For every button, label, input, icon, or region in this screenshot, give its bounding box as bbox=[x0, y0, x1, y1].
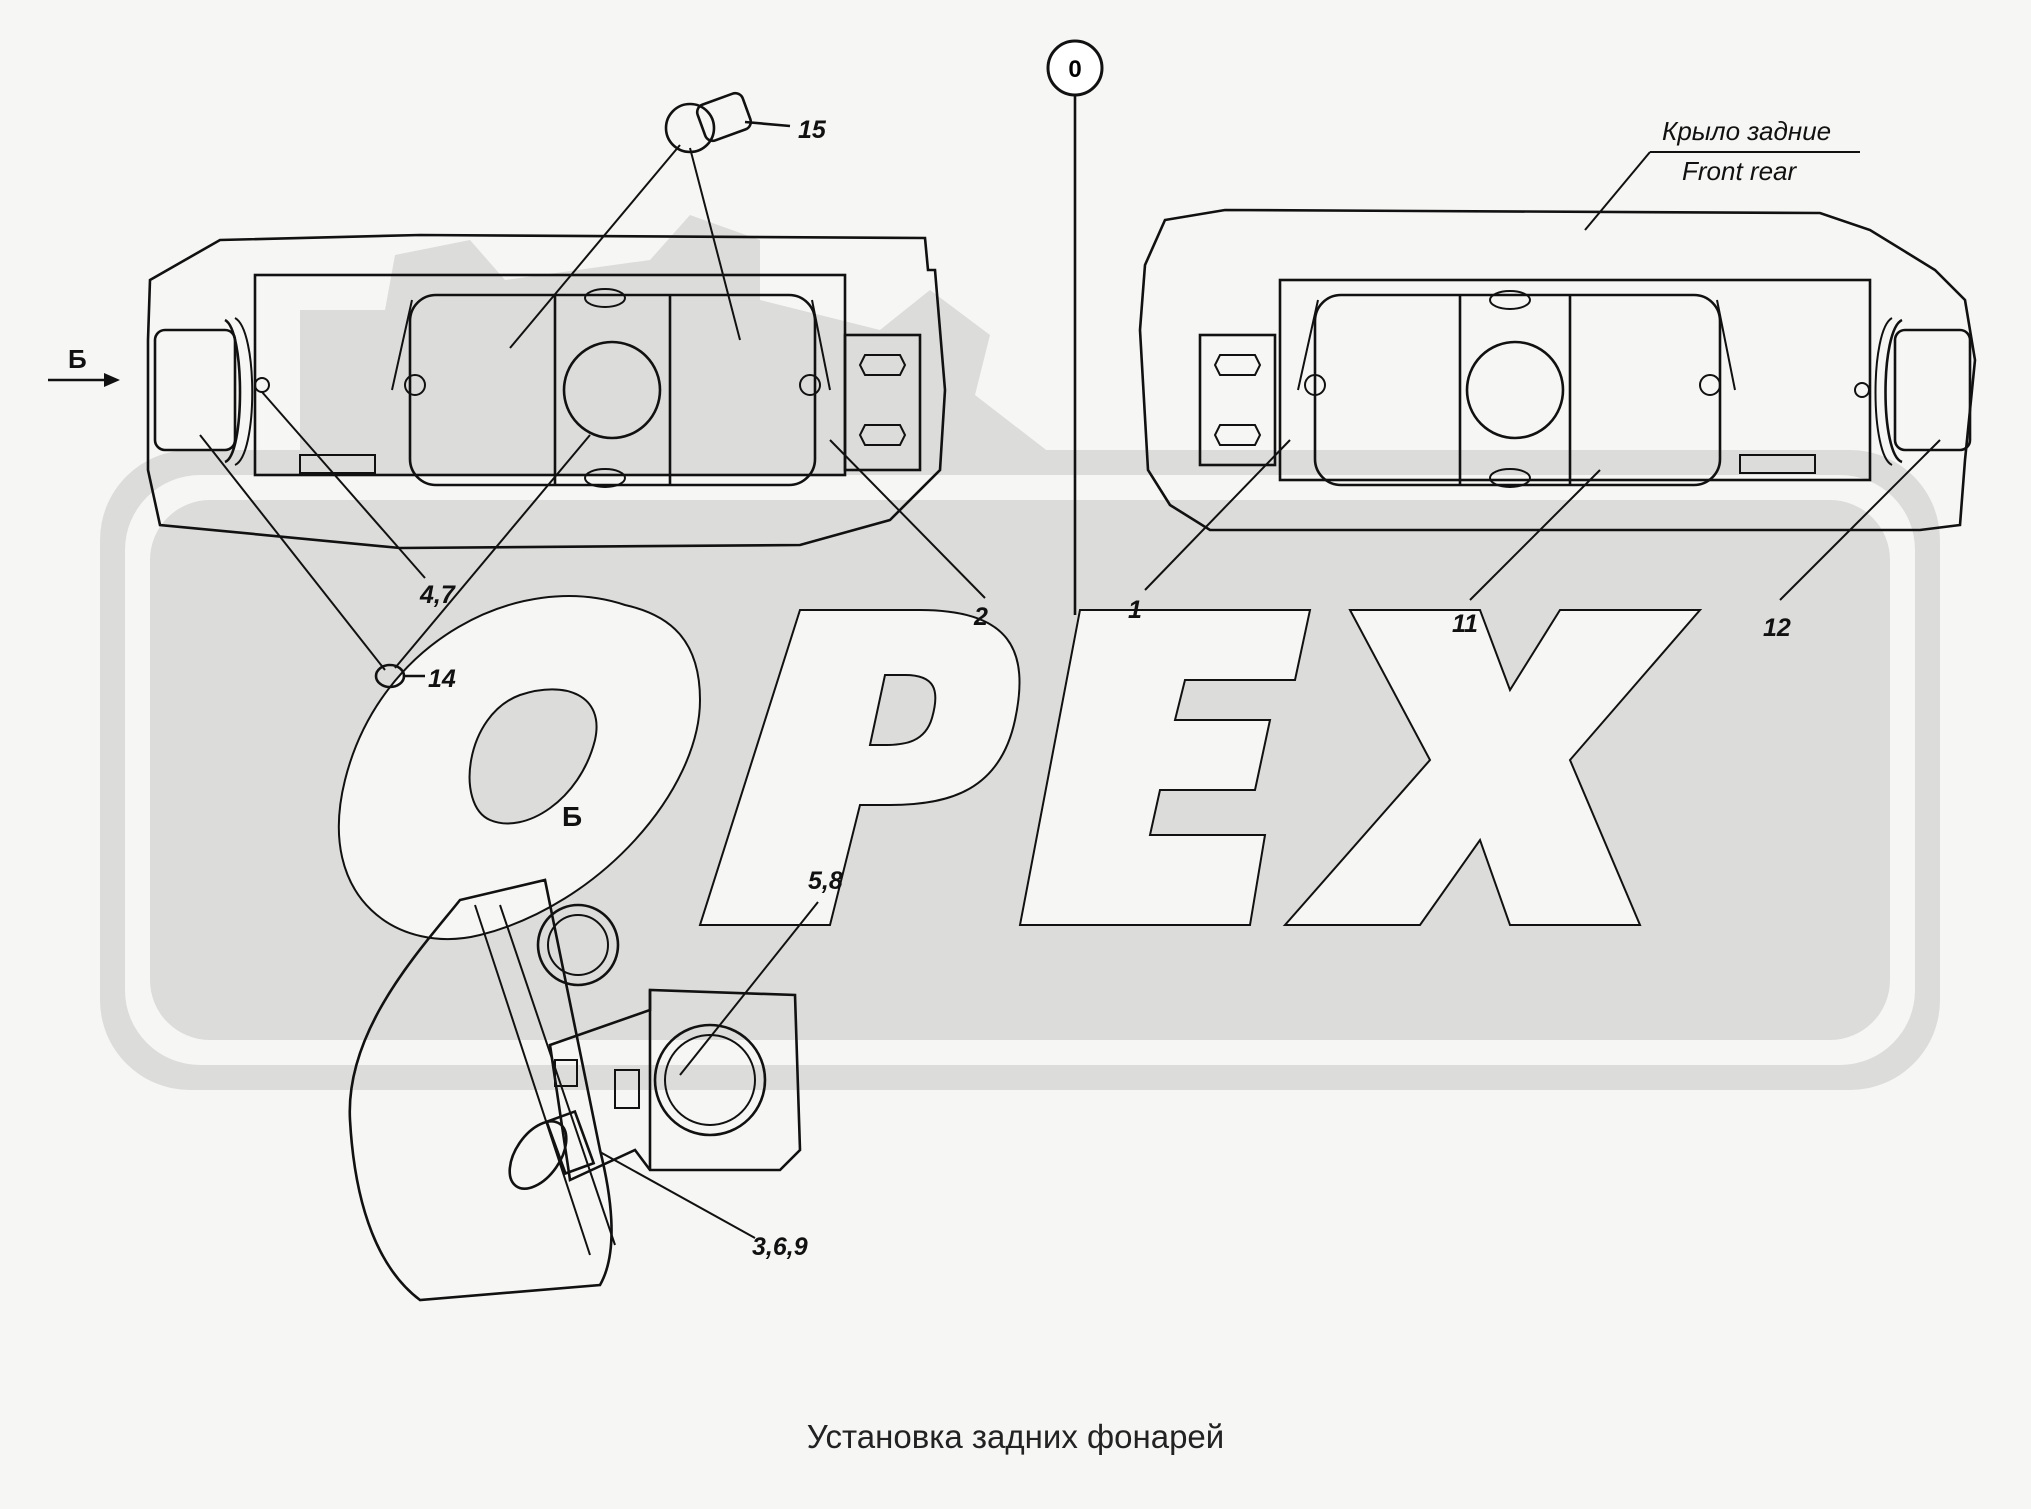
left-side-marker bbox=[153, 328, 237, 452]
callout-1: 1 bbox=[1128, 596, 1142, 624]
section-marker-label: 0 bbox=[1068, 56, 1081, 83]
view-b-fender bbox=[348, 878, 613, 1302]
right-lamp-housing bbox=[1278, 278, 1872, 482]
section-axis: 0 bbox=[1046, 39, 1104, 615]
callout-11: 11 bbox=[1452, 610, 1478, 638]
left-mounting-bracket bbox=[843, 333, 922, 472]
callout-14: 14 bbox=[428, 665, 456, 693]
callout-2: 2 bbox=[973, 603, 988, 631]
watermark-letter-o bbox=[338, 595, 702, 940]
fender-label: Крыло задние Front rear bbox=[1584, 116, 1860, 231]
right-main-lens bbox=[1313, 293, 1722, 487]
right-lamp-assembly bbox=[1138, 208, 1977, 532]
right-mounting-bracket bbox=[1198, 333, 1277, 467]
callout-5-8: 5,8 bbox=[808, 867, 843, 895]
drawing-caption: Установка задних фонарей bbox=[806, 1418, 1225, 1455]
watermark-letter-p bbox=[698, 609, 1021, 926]
watermark bbox=[100, 215, 1940, 1090]
bulb-15 bbox=[664, 91, 791, 154]
left-fender-outline bbox=[146, 233, 947, 550]
view-arrow: Б bbox=[48, 344, 120, 387]
left-center-lamp bbox=[562, 340, 662, 440]
left-side-marker-screw bbox=[254, 377, 270, 393]
view-b-side-marker bbox=[536, 903, 620, 987]
left-main-lens bbox=[408, 293, 817, 487]
callouts: 15 4,7 14 2 1 11 12 5,8 3,6,9 bbox=[419, 116, 1791, 1261]
view-b-lamp bbox=[653, 1023, 767, 1137]
fender-label-en: Front rear bbox=[1682, 156, 1797, 186]
view-arrow-label: Б bbox=[68, 344, 87, 374]
view-b-label: Б bbox=[562, 801, 582, 832]
right-side-marker bbox=[1893, 328, 1972, 452]
callout-3-6-9: 3,6,9 bbox=[752, 1233, 808, 1261]
left-side-marker-flange bbox=[224, 318, 242, 464]
left-lens-screw-left bbox=[404, 374, 426, 396]
leader-lines bbox=[199, 144, 1941, 1239]
view-b-detail bbox=[348, 878, 802, 1302]
callout-15: 15 bbox=[798, 116, 827, 144]
bulb-14 bbox=[374, 663, 425, 689]
watermark-letters bbox=[338, 595, 1703, 940]
watermark-letter-x bbox=[1282, 609, 1703, 926]
fender-label-ru: Крыло задние bbox=[1662, 116, 1831, 146]
right-center-lamp bbox=[1465, 340, 1565, 440]
left-top-screw bbox=[584, 288, 626, 308]
section-marker-circle bbox=[1046, 39, 1104, 97]
watermark-letter-e bbox=[1018, 609, 1312, 926]
left-bottom-screw bbox=[584, 468, 626, 488]
callout-12: 12 bbox=[1763, 614, 1791, 642]
left-lens-screw-right bbox=[799, 374, 821, 396]
callout-4-7: 4,7 bbox=[419, 581, 456, 609]
left-lamp-assembly bbox=[146, 233, 947, 550]
